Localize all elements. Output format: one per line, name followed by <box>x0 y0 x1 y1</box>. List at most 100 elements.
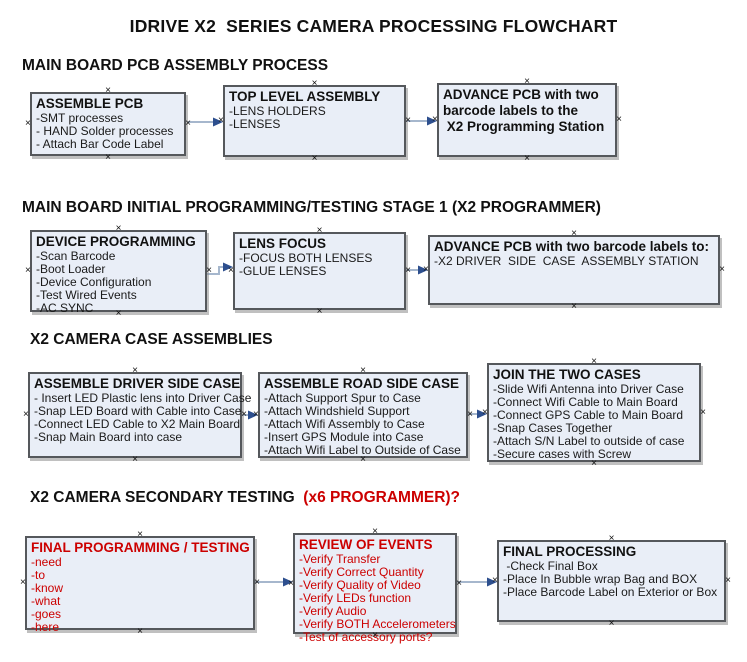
flow-box-title: TOP LEVEL ASSEMBLY <box>229 89 381 104</box>
flow-box-item: -X2 DRIVER SIDE CASE ASSEMBLY STATION <box>434 254 699 268</box>
connection-handle-bottom: × <box>524 153 530 164</box>
section-heading-x2-camera-secondary-testing: X2 CAMERA SECONDARY TESTING (x6 PROGRAMM… <box>30 489 460 507</box>
flow-box-item: -Attach Support Spur to Case <box>264 391 421 405</box>
section-heading-text: X2 CAMERA CASE ASSEMBLIES <box>30 331 273 348</box>
flow-box-item: -Slide Wifi Antenna into Driver Case <box>493 382 684 396</box>
flow-box-item: -Attach Wifi Assembly to Case <box>264 417 425 431</box>
flow-box-device-programming: DEVICE PROGRAMMING-Scan Barcode-Boot Loa… <box>25 224 212 319</box>
flow-box-item: -to <box>31 568 46 582</box>
connection-handle-right: × <box>241 409 247 420</box>
connector-top-level-to-advance-pcb <box>406 116 437 126</box>
connection-handle-right: × <box>456 577 462 589</box>
connection-handle-top: × <box>132 365 138 376</box>
flow-box-item: -Test Wired Events <box>36 288 137 302</box>
flow-box-advance-pcb-with-two-barcode-labels-to-the: ADVANCE PCB with two barcode labels to t… <box>432 77 622 164</box>
connection-handle-right: × <box>206 265 212 276</box>
flow-box-advance-pcb-with-two-barcode-labels-to: ADVANCE PCB with two barcode labels to:-… <box>423 229 725 312</box>
flow-box-item: -GLUE LENSES <box>239 264 327 278</box>
connection-handle-right: × <box>405 115 411 126</box>
flow-box-assemble-pcb: ASSEMBLE PCB-SMT processes- HAND Solder … <box>25 86 191 163</box>
flow-box-item: -Verify LEDs function <box>299 591 412 605</box>
flow-box-assemble-driver-side-case: ASSEMBLE DRIVER SIDE CASE- Insert LED Pl… <box>23 366 252 465</box>
connection-handle-top: × <box>311 78 318 89</box>
connector-review-to-final-processing <box>457 577 497 587</box>
connection-handle-right: × <box>185 118 191 129</box>
connection-handle-right: × <box>725 575 731 586</box>
connection-handle-left: × <box>23 409 29 420</box>
connection-handle-top: × <box>591 356 597 367</box>
flow-box-item: -SMT processes <box>36 111 124 125</box>
flow-box-item: - Insert LED Plastic lens into Driver Ca… <box>34 391 252 405</box>
section-heading-text: MAIN BOARD INITIAL PROGRAMMING/TESTING S… <box>22 199 601 216</box>
flow-box-review-of-events: REVIEW OF EVENTS-Verify Transfer-Verify … <box>288 527 462 644</box>
flow-box-title: FINAL PROGRAMMING / TESTING <box>31 540 250 555</box>
connection-handle-bottom: × <box>311 153 318 164</box>
connection-handle-left: × <box>20 577 26 588</box>
flow-box-item: -here <box>31 620 60 634</box>
flow-box-item: -Place Barcode Label on Exterior or Box <box>503 585 718 599</box>
connector-driver-case-to-road-case <box>242 410 258 420</box>
connection-handle-right: × <box>467 409 473 420</box>
flow-box-top-level-assembly: TOP LEVEL ASSEMBLY-LENS HOLDERS-LENSES × ×… <box>218 79 411 164</box>
connection-handle-top: × <box>115 223 122 234</box>
flow-box-title: ASSEMBLE DRIVER SIDE CASE <box>34 376 241 391</box>
flow-box-item: -Snap Cases Together <box>493 421 613 435</box>
connection-handle-top: × <box>316 225 323 236</box>
connection-handle-left: × <box>218 115 224 126</box>
connection-handle-left: × <box>432 114 438 125</box>
flow-box-item: -Connect LED Cable to X2 Main Board <box>34 417 241 431</box>
flow-box-item: -Snap LED Board with Cable into Case <box>34 404 242 418</box>
connection-handle-top: × <box>360 365 366 376</box>
flow-box-lens-focus: LENS FOCUS-FOCUS BOTH LENSES-GLUE LENSES… <box>228 226 411 317</box>
flow-box-final-processing: FINAL PROCESSING -Check Final Box-Place … <box>492 534 731 629</box>
flow-box-item: -AC SYNC <box>36 301 94 315</box>
page-title: IDRIVE X2 SERIES CAMERA PROCESSING FLOWC… <box>129 16 618 36</box>
section-heading-main-board-initial-programming-testing-sta: MAIN BOARD INITIAL PROGRAMMING/TESTING S… <box>22 199 601 217</box>
connection-handle-right: × <box>700 406 706 418</box>
flow-box-title: REVIEW OF EVENTS <box>299 537 433 552</box>
flow-box-item: -Attach Wifi Label to Outside of Case <box>264 443 461 457</box>
flow-box-item: -Verify Correct Quantity <box>299 565 424 579</box>
connector-road-case-to-join-cases <box>468 409 487 419</box>
connection-handle-top: × <box>372 526 378 537</box>
flow-box-title: ADVANCE PCB with two barcode labels to: <box>434 239 710 254</box>
flow-box-title: JOIN THE TWO CASES <box>493 367 641 382</box>
connection-handle-bottom: × <box>132 454 138 465</box>
connection-handle-left: × <box>228 265 234 276</box>
connection-handle-left: × <box>253 409 259 420</box>
section-heading-main-board-pcb-assembly-process: MAIN BOARD PCB ASSEMBLY PROCESS <box>22 57 328 75</box>
flow-box-item: -what <box>31 594 61 608</box>
flow-box-item: -know <box>31 581 64 595</box>
connection-handle-right: × <box>254 577 260 588</box>
flow-box-item: -Connect Wifi Cable to Main Board <box>493 395 678 409</box>
connection-handle-bottom: × <box>360 454 366 465</box>
connection-handle-top: × <box>105 85 111 96</box>
connection-handle-left: × <box>288 577 294 589</box>
flow-box-item: -Secure cases with Screw <box>493 447 632 461</box>
connection-handle-bottom: × <box>316 306 323 317</box>
section-heading-x2-camera-case-assemblies: X2 CAMERA CASE ASSEMBLIES <box>30 331 273 349</box>
flow-box-title: ASSEMBLE ROAD SIDE CASE <box>264 376 460 391</box>
connection-handle-bottom: × <box>608 618 615 629</box>
section-heading-red-note: (x6 PROGRAMMER)? <box>303 489 461 506</box>
section-heading-text: X2 CAMERA SECONDARY TESTING <box>30 489 304 506</box>
flow-box-item: -Verify Transfer <box>299 552 381 566</box>
flow-box-item: -Check Final Box <box>503 559 598 573</box>
flow-box-item: -LENS HOLDERS <box>229 104 326 118</box>
flow-box-item: - Attach Bar Code Label <box>36 137 164 151</box>
connection-handle-top: × <box>571 228 577 239</box>
connection-handle-right: × <box>616 114 622 125</box>
flow-box-join-the-two-cases: JOIN THE TWO CASES-Slide Wifi Antenna in… <box>482 357 706 469</box>
flow-box-item: -Device Configuration <box>36 275 152 289</box>
flow-box-item: -Attach Windshield Support <box>264 404 410 418</box>
flow-box-item: - HAND Solder processes <box>36 124 174 138</box>
flow-box-item: -Verify Audio <box>299 604 367 618</box>
connection-handle-left: × <box>25 265 31 276</box>
flow-box-title: ASSEMBLE PCB <box>36 96 144 111</box>
flow-box-item: -Verify BOTH Accelerometers <box>299 617 456 631</box>
flow-box-title: ADVANCE PCB with two barcode labels to t… <box>443 87 605 134</box>
connection-handle-top: × <box>608 533 615 544</box>
flow-box-item: -LENSES <box>229 117 281 131</box>
flow-box-item: -FOCUS BOTH LENSES <box>239 251 373 265</box>
